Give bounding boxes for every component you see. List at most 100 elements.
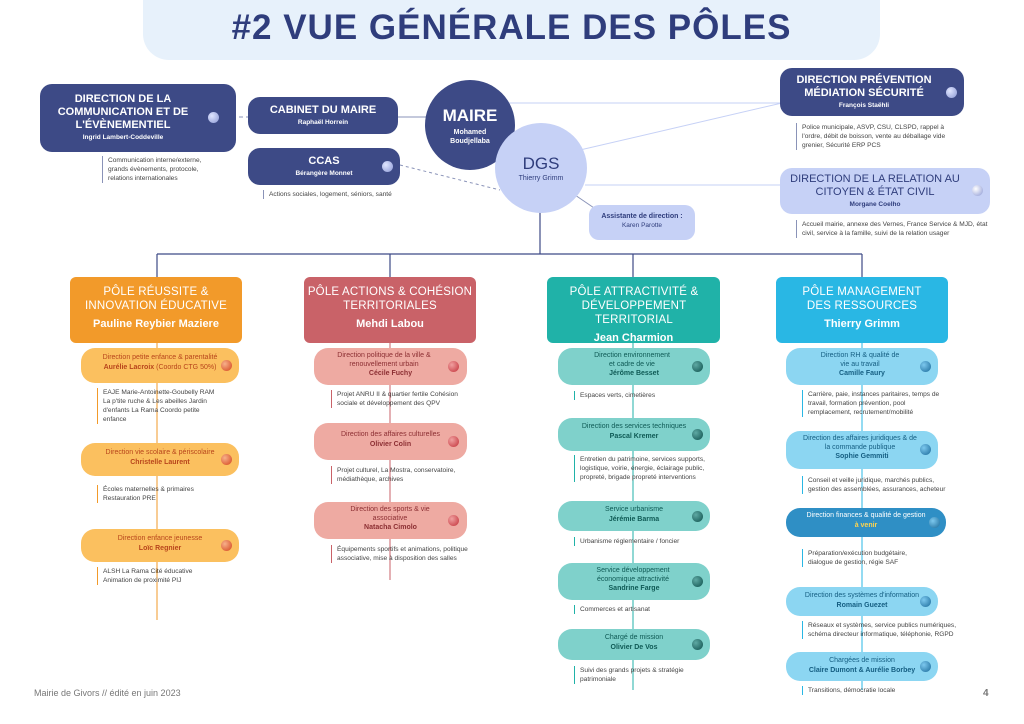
communication-desc: Communication interne/externe, grands év… [102,156,222,183]
sub-dot [448,515,459,526]
sub-title: Direction petite enfance & parentalité [102,354,218,361]
sub-desc: Suivi des grands projets & stratégie pat… [574,666,684,684]
sub-desc: Carrière, paie, instances paritaires, te… [802,390,947,417]
sub-name: Jérémie Barma [608,515,660,523]
sub-desc: Urbanisme réglementaire / foncier [574,537,694,546]
dgs-circle: DGS Thierry Grimm [495,123,587,213]
pole-attractivite: PÔLE ATTRACTIVITÉ & DÉVELOPPEMENT TERRIT… [547,277,720,344]
sub-dot [920,361,931,372]
sub-dot [920,444,931,455]
ccas-name: Bérangère Monnet [295,170,353,177]
relation-box: DIRECTION DE LA RELATION AU CITOYEN & ÉT… [780,168,990,214]
pole-title: PÔLE MANAGEMENT DES RESSOURCES [802,286,922,312]
sub-name: Claire Dumont & Aurélie Borbey [808,666,916,674]
sub-desc: Préparation/exécution budgétaire, dialog… [802,549,922,567]
sub-title: Chargé de mission [604,634,664,641]
sub-enfance-jeunesse: Direction enfance jeunesse Loïc Regnier [81,529,239,562]
page-title: #2 VUE GÉNÉRALE DES PÔLES [231,8,792,47]
sub-dot [692,361,703,372]
footer-text: Mairie de Givors // édité en juin 2023 [34,688,181,698]
pole-title: PÔLE ATTRACTIVITÉ & DÉVELOPPEMENT TERRIT… [569,286,699,326]
sub-desc: Projet ANRU II & quartier fertile Cohési… [331,390,466,408]
cabinet-box: CABINET DU MAIRE Raphaël Horrein [248,97,398,134]
sub-name: Natacha Cimolo [364,524,417,531]
sub-desc: Transitions, démocratie locale [802,686,912,695]
sub-title: Direction des systèmes d'information [804,592,920,599]
dgs-title: DGS [522,154,560,173]
sub-environnement: Direction environnement et cadre de vie … [558,348,710,385]
sub-services-techniques: Direction des services techniques Pascal… [558,418,710,451]
assistante-name: Karen Parotte [621,222,663,229]
prevention-box: DIRECTION PRÉVENTION MÉDIATION SÉCURITÉ … [780,68,964,116]
sub-chargees-mission: Chargées de mission Claire Dumont & Auré… [786,652,938,681]
pole-name: Jean Charmion [593,332,674,344]
sub-finances: Direction finances & qualité de gestion … [786,508,946,537]
ccas-dot [382,161,393,172]
sub-title: Direction environnement et cadre de vie [594,352,670,368]
sub-title: Service développement économique attract… [596,567,670,583]
prevention-title: DIRECTION PRÉVENTION MÉDIATION SÉCURITÉ [796,74,932,99]
sub-desc: Commerces et artisanat [574,605,694,614]
sub-name: Olivier Colin [369,440,412,448]
pole-title: PÔLE ACTIONS & COHÉSION TERRITORIALES [307,286,473,312]
sub-name: Romain Guezet [836,601,888,609]
relation-dot [972,185,983,196]
sub-title: Direction vie scolaire & périscolaire [105,449,215,456]
sub-dot [929,517,940,528]
sub-name: Sophie Gemmiti [835,453,889,460]
prevention-dot [946,87,957,98]
cabinet-name: Raphaël Horrein [297,119,349,126]
sub-title: Direction finances & qualité de gestion [806,512,926,519]
sub-desc: Espaces verts, cimetières [574,391,694,400]
communication-box: DIRECTION DE LA COMMUNICATION ET DE L'ÉV… [40,84,236,152]
sub-title: Service urbanisme [605,506,663,513]
sub-dev-economique: Service développement économique attract… [558,563,710,600]
sub-dot [448,361,459,372]
assistante-box: Assistante de direction : Karen Parotte [589,205,695,240]
ccas-desc: Actions sociales, logement, séniors, san… [263,190,398,199]
sub-urbanisme: Service urbanisme Jérémie Barma [558,501,710,531]
sub-desc: Réseaux et systèmes, service publics num… [802,621,967,639]
communication-dot [208,112,219,123]
pole-name: Pauline Reybier Maziere [93,318,219,330]
sub-desc: Écoles maternelles & primaires Restaurat… [97,485,217,503]
sub-extra: (Coordo CTG 50%) [156,363,217,371]
assistante-title: Assistante de direction : [601,213,683,220]
sub-title: Chargées de mission [829,657,895,664]
sub-name: Aurélie Lacroix [103,363,155,371]
pole-actions: PÔLE ACTIONS & COHÉSION TERRITORIALES Me… [304,277,476,343]
sub-name: Cécile Fuchy [368,370,413,377]
dgs-name: Thierry Grimm [518,175,564,182]
sub-dot [448,436,459,447]
sub-desc: Conseil et veille juridique, marchés pub… [802,476,952,494]
sub-desc: ALSH La Rama Cité éducative Animation de… [97,567,197,585]
pole-title: PÔLE RÉUSSITE & INNOVATION ÉDUCATIVE [84,286,227,312]
sub-title: Direction des affaires culturelles [340,431,441,438]
sub-name: Loïc Regnier [138,544,182,552]
sub-name: Pascal Kremer [609,432,659,440]
pole-management: PÔLE MANAGEMENT DES RESSOURCES Thierry G… [776,277,948,343]
relation-title: DIRECTION DE LA RELATION AU CITOYEN & ÉT… [790,173,960,198]
cabinet-title: CABINET DU MAIRE [269,104,377,116]
sub-dot [221,540,232,551]
sub-title: Direction des services techniques [581,423,687,430]
sub-vie-scolaire: Direction vie scolaire & périscolaire Ch… [81,443,239,476]
sub-title: Direction des sports & vie associative [350,506,430,522]
maire-name: Mohamed Boudjellaba [450,129,490,145]
pole-reussite: PÔLE RÉUSSITE & INNOVATION ÉDUCATIVE Pau… [70,277,242,343]
sub-name: Christelle Laurent [130,458,190,466]
relation-name: Morgane Coelho [849,201,901,208]
sub-dot [920,596,931,607]
pole-name: Thierry Grimm [824,318,900,330]
sub-dot [221,454,232,465]
prevention-name: François Staëhli [838,102,890,109]
communication-title: DIRECTION DE LA COMMUNICATION ET DE L'ÉV… [57,93,189,131]
relation-desc: Accueil mairie, annexe des Vernes, Franc… [796,220,992,238]
sub-dot [692,639,703,650]
sub-title: Direction enfance jeunesse [117,535,203,542]
sub-name: Olivier De Vos [610,643,658,651]
sub-rh: Direction RH & qualité de vie au travail… [786,348,938,385]
sub-title: Direction des affaires juridiques & de l… [803,435,917,451]
ccas-box: CCAS Bérangère Monnet [248,148,400,185]
prevention-desc: Police municipale, ASVP, CSU, CLSPD, rap… [796,123,964,150]
